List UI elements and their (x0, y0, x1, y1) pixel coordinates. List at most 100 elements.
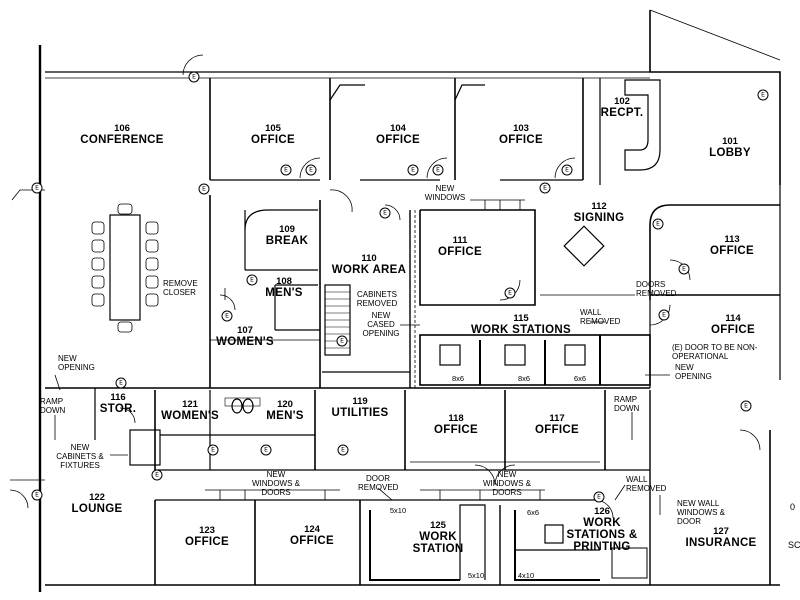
existing-tag: E (337, 444, 349, 456)
room-127-number: 127 (713, 526, 729, 537)
room-108-name: MEN'S (265, 286, 303, 299)
room-111-name: OFFICE (438, 245, 482, 258)
existing-tag: E (757, 89, 769, 101)
existing-tag: E (198, 183, 210, 195)
room-121-number: 121 (182, 399, 198, 410)
existing-tag: E (31, 489, 43, 501)
room-103-number: 103 (513, 123, 529, 134)
existing-tag: E (151, 469, 163, 481)
room-101-name: LOBBY (709, 146, 751, 159)
note-new-wall-windows-door: NEW WALL WINDOWS & DOOR (677, 499, 725, 526)
room-122-name: LOUNGE (71, 502, 123, 515)
note-remove-closer: REMOVE CLOSER (163, 279, 198, 297)
room-118-number: 118 (448, 413, 464, 424)
note-doors-removed: DOORS REMOVED (636, 280, 677, 298)
existing-tag: E (207, 444, 219, 456)
room-105-name: OFFICE (251, 133, 295, 146)
room-124-name: OFFICE (290, 534, 334, 547)
room-103-name: OFFICE (499, 133, 543, 146)
existing-tag: E (593, 491, 605, 503)
note-new-windows-doors-mid: NEW WINDOWS & DOORS (252, 470, 300, 497)
edge-scale-text: SC (788, 540, 800, 550)
room-118-name: OFFICE (434, 423, 478, 436)
room-101-number: 101 (722, 136, 738, 147)
room-102-name: RECPT. (600, 106, 644, 119)
room-104-name: OFFICE (376, 133, 420, 146)
dim-ws-c: 6x6 (573, 374, 587, 383)
room-123-name: OFFICE (185, 535, 229, 548)
room-120-name: MEN'S (266, 409, 304, 422)
room-125-name: WORK STATION (412, 530, 464, 556)
room-119-name: UTILITIES (331, 406, 389, 419)
room-108-number: 108 (276, 276, 292, 287)
existing-tag: E (652, 218, 664, 230)
existing-tag: E (407, 164, 419, 176)
room-115-number: 115 (513, 313, 529, 324)
room-109-number: 109 (279, 224, 295, 235)
note-cabinets-removed: CABINETS REMOVED (356, 290, 398, 308)
existing-tag: E (221, 310, 233, 322)
room-109-name: BREAK (265, 234, 309, 247)
existing-tag: E (188, 71, 200, 83)
existing-tag: E (504, 287, 516, 299)
room-112-number: 112 (591, 201, 607, 212)
room-106-name: CONFERENCE (80, 133, 164, 146)
room-106-number: 106 (114, 123, 130, 134)
existing-tag: E (432, 164, 444, 176)
note-new-windows-top: NEW WINDOWS (424, 184, 466, 202)
room-113-number: 113 (724, 234, 740, 245)
room-126-number: 126 (594, 506, 610, 517)
dim-ws-d: 5x10 (389, 506, 407, 515)
note-ramp-down-right: RAMP DOWN (614, 395, 640, 413)
room-111-number: 111 (452, 235, 468, 246)
edge-mark: 0 (790, 502, 796, 512)
room-117-name: OFFICE (535, 423, 579, 436)
note-new-windows-doors-118: NEW WINDOWS & DOORS (483, 470, 531, 497)
room-116-name: STOR. (99, 402, 137, 415)
note-door-removed: DOOR REMOVED (358, 474, 399, 492)
room-123-number: 123 (199, 525, 215, 536)
room-110-name: WORK AREA (331, 263, 407, 276)
room-122-number: 122 (89, 492, 105, 503)
dim-ws-g: 4x10 (517, 571, 535, 580)
room-120-number: 120 (277, 399, 293, 410)
room-127-name: INSURANCE (685, 536, 757, 549)
note-wall-removed-127: WALL REMOVED (626, 475, 667, 493)
room-104-number: 104 (390, 123, 406, 134)
room-113-name: OFFICE (710, 244, 754, 257)
room-105-number: 105 (265, 123, 281, 134)
existing-tag: E (379, 207, 391, 219)
room-107-number: 107 (237, 325, 253, 336)
dim-ws-e: 5x10 (467, 571, 485, 580)
room-116-number: 116 (110, 392, 126, 403)
note-ramp-down-left: RAMP DOWN (40, 397, 66, 415)
existing-tag: E (246, 274, 258, 286)
existing-tag: E (561, 164, 573, 176)
note-new-cased-opening: NEW CASED OPENING (362, 311, 400, 338)
existing-tag: E (280, 164, 292, 176)
room-102-number: 102 (614, 96, 630, 107)
existing-tag: E (740, 400, 752, 412)
note-new-opening-left: NEW OPENING (58, 354, 95, 372)
dim-ws-f: 6x6 (526, 508, 540, 517)
room-119-number: 119 (352, 396, 368, 407)
